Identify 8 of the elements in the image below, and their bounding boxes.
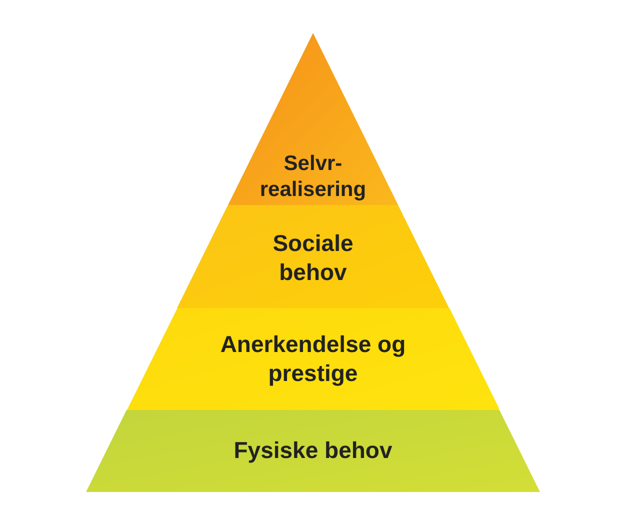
- level-label: Fysiske behov: [232, 436, 394, 465]
- level-label: Selvr-realisering: [258, 151, 368, 204]
- pyramid-level: [176, 205, 449, 308]
- level-label: Sociale behov: [272, 229, 354, 286]
- level-label: Anerkendelse og prestige: [219, 330, 407, 388]
- pyramid-level: [126, 308, 500, 410]
- pyramid-level: [228, 33, 398, 205]
- pyramid-level: [86, 410, 540, 492]
